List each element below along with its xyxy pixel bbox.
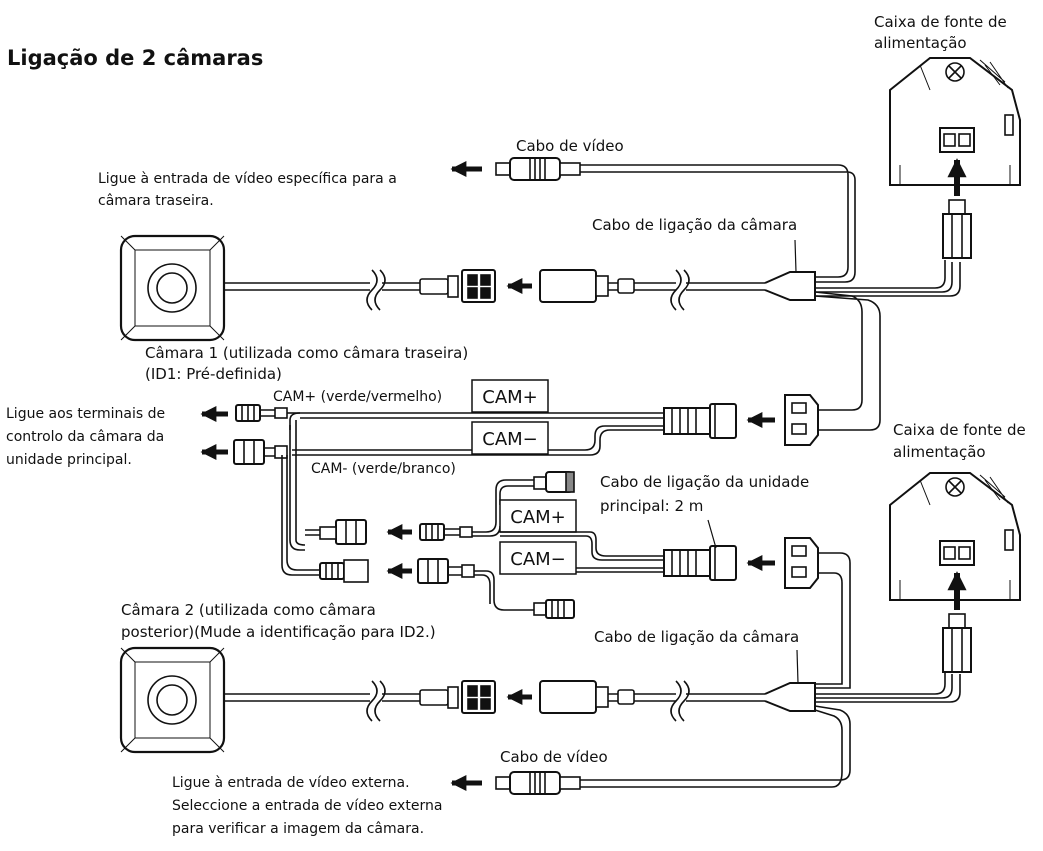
camera-cable-label-bottom: Cabo de ligação da câmara [594, 628, 800, 646]
mu-socket-bottom [784, 537, 851, 680]
mu-label-pointer [707, 519, 717, 549]
cam-plus-tag-top: CAM+ [482, 387, 538, 408]
mu-plug-top [663, 403, 737, 439]
rca-plug-bottom [495, 771, 581, 795]
cable-break-1 [366, 269, 386, 311]
power-wire-bottom [815, 672, 961, 703]
camera-1-connector-body [419, 278, 449, 295]
video-cable-label-bottom: Cabo de vídeo [500, 748, 608, 766]
camera-1-connector-plug [461, 269, 496, 303]
link-wire-1 [289, 420, 306, 551]
camera-cable-wire-top-to-mu [814, 291, 881, 431]
camera-2-connector-plug [461, 680, 496, 714]
cable-break-2 [670, 269, 690, 311]
power-box-2-icon [889, 472, 1021, 601]
cam-plus-wire-label: CAM+ (verde/vermelho) [273, 389, 443, 405]
camera-2-icon [119, 646, 226, 754]
page-title: Ligação de 2 câmaras [7, 46, 264, 70]
cam-minus-tag-box-top [471, 421, 549, 455]
cable-label-pointer-bottom [796, 649, 799, 684]
cam-minus-tag-box-bottom [499, 541, 577, 575]
power-wire-top [815, 260, 961, 297]
camera-2-label-line1: Câmara 2 (utilizada como câmara [121, 601, 376, 619]
camera-1-cable [224, 282, 370, 291]
camera-2-label-line2: posterior)(Mude a identificação para ID2… [121, 623, 436, 641]
external-video-note-line2: Seleccione a entrada de vídeo externa [172, 798, 443, 814]
cam-minus-connector-top [233, 439, 288, 465]
power-box-2-label-line1: Caixa de fonte de [893, 421, 1026, 439]
cable-break-4 [670, 680, 690, 722]
camera-cable-splitter-2 [764, 682, 816, 712]
cam-plus-tag-bottom: CAM+ [510, 507, 566, 528]
power-box-1-icon [889, 57, 1021, 186]
control-note-line3: unidade principal. [6, 452, 132, 468]
rear-video-note-line2: câmara traseira. [98, 193, 214, 209]
main-unit-cable-label-line2: principal: 2 m [600, 497, 704, 515]
cam-plus-tag-box-bottom [499, 499, 577, 533]
cam-minus-wire-top [292, 425, 664, 456]
camera-cable-splitter-1 [764, 271, 816, 301]
camera-1-icon [119, 234, 226, 342]
rca-plug-top [495, 157, 581, 181]
link-connector-4 [417, 558, 534, 611]
camera-1-label-line1: Câmara 1 (utilizada como câmara traseira… [145, 344, 469, 362]
camera-cable-label-top: Cabo de ligação da câmara [592, 216, 798, 234]
mu-plug-bottom [663, 545, 737, 581]
rear-video-note-line1: Ligue à entrada de vídeo específica para… [98, 171, 397, 187]
camera-1-cable-socket [539, 269, 597, 303]
cable-label-pointer-top [794, 239, 797, 273]
link-connector-1 [305, 519, 367, 545]
spare-connector-bottom [533, 599, 575, 619]
camera-1-label-line2: (ID1: Pré-definida) [145, 365, 282, 383]
video-cable-label-top: Cabo de vídeo [516, 137, 624, 155]
spare-connector-top [495, 471, 575, 505]
link-connector-2 [419, 500, 501, 541]
cable-break-3 [366, 680, 386, 722]
video-cable-bottom-wire [580, 705, 851, 788]
cam-minus-wire-label: CAM- (verde/branco) [311, 461, 456, 477]
power-box-2-label-line2: alimentação [893, 443, 986, 461]
power-box-1-label-line2: alimentação [874, 34, 967, 52]
cam-minus-tag-top: CAM− [482, 429, 538, 450]
control-note-line2: controlo da câmara da [6, 429, 165, 445]
cam-plus-connector-top [235, 404, 300, 422]
camera-1-cable-2 [382, 282, 420, 291]
cam-plus-tag-box-top [471, 379, 549, 413]
link-connector-3 [319, 559, 369, 583]
external-video-note-line3: para verificar a imagem da câmara. [172, 821, 425, 837]
main-unit-cable-label-line1: Cabo de ligação da unidade [600, 473, 810, 491]
control-note-line1: Ligue aos terminais de [6, 406, 166, 422]
power-box-1-label-line1: Caixa de fonte de [874, 13, 1007, 31]
link-wire-2 [281, 455, 320, 576]
mu-socket-top [784, 394, 825, 446]
external-video-note-line1: Ligue à entrada de vídeo externa. [172, 775, 410, 791]
video-cable-top-wire [580, 164, 856, 283]
cam-minus-tag-bottom: CAM− [510, 549, 566, 570]
power-plug-2 [942, 613, 972, 673]
power-plug-1 [942, 199, 972, 259]
